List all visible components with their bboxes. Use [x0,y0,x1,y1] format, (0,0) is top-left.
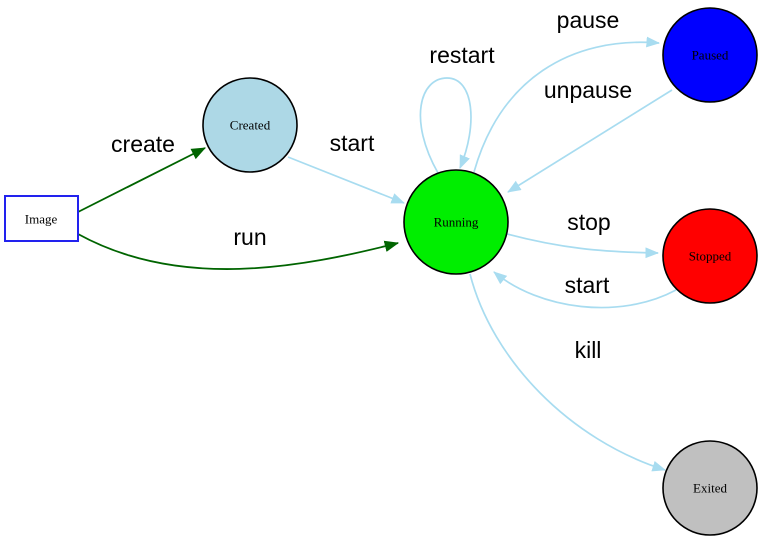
edge-unpause-label: unpause [544,77,632,103]
node-exited-label: Exited [693,481,727,496]
edge-pause-path [473,36,661,173]
node-running-shape[interactable] [403,169,509,275]
node-stopped-shape[interactable] [662,208,758,304]
node-paused[interactable]: Paused [662,7,758,103]
edge-run-path [77,233,400,270]
node-created[interactable]: Created [202,77,298,173]
node-created-shape[interactable] [202,77,298,173]
edge-pause-label: pause [557,7,620,33]
edge-start-stopped-label: start [565,272,610,298]
edge-unpause: unpause [507,77,673,193]
edge-create-path [77,147,206,213]
node-stopped[interactable]: Stopped [662,208,758,304]
edge-stop-path [506,233,660,259]
edge-start-stopped-path [493,271,677,309]
node-image[interactable]: Image [4,195,79,242]
edge-unpause-path [507,89,673,193]
node-running[interactable]: Running [403,169,509,275]
node-running-label: Running [434,215,479,230]
edge-restart: restart [419,42,495,174]
edge-start-created: start [287,130,405,204]
edge-start-stopped: start [493,271,677,309]
edge-run-label: run [233,224,266,250]
edge-pause: pause [473,7,661,173]
edge-start-created-path [287,156,405,204]
edge-stop: stop [506,209,660,259]
node-image-label: Image [25,212,58,227]
node-image-shape[interactable] [4,195,79,242]
node-created-label: Created [230,118,271,133]
edge-kill: kill [469,273,666,472]
node-stopped-label: Stopped [689,249,732,264]
edge-create: create [77,131,206,213]
node-exited-shape[interactable] [662,440,758,536]
node-exited[interactable]: Exited [662,440,758,536]
edge-stop-label: stop [567,209,610,235]
node-paused-label: Paused [692,48,729,63]
edge-kill-label: kill [575,337,602,363]
node-paused-shape[interactable] [662,7,758,103]
edge-restart-label: restart [429,42,495,68]
edge-restart-path [419,77,472,174]
edge-create-label: create [111,131,175,157]
edge-start-created-label: start [330,130,375,156]
edge-run: run [77,224,400,270]
edge-kill-path [469,273,666,472]
